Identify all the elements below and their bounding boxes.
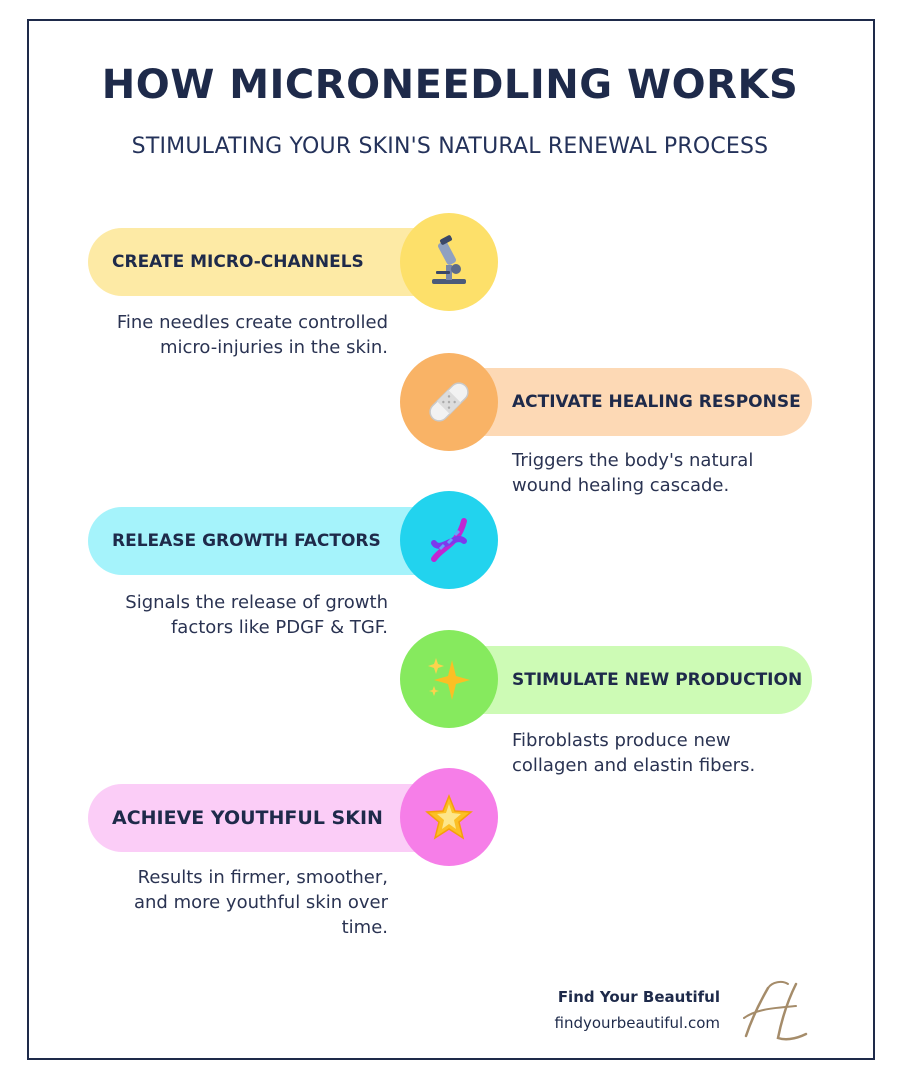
- step-4-pill: STIMULATE NEW PRODUCTION: [452, 646, 812, 714]
- step-5-description: Results in firmer, smoother, and more yo…: [133, 867, 388, 938]
- script-h-logo-icon: [743, 980, 808, 1041]
- step-3-circle: [400, 491, 498, 589]
- step-4-description: Fibroblasts produce new collagen and ela…: [512, 730, 756, 776]
- step-1-circle: [400, 213, 498, 311]
- step-5-pill: ACHIEVE YOUTHFUL SKIN: [88, 784, 448, 852]
- step-3-pill: RELEASE GROWTH FACTORS: [88, 507, 448, 575]
- step-2-circle: [400, 353, 498, 451]
- step-1-pill: CREATE MICRO-CHANNELS: [88, 228, 448, 296]
- brand-name: Find Your Beautiful: [557, 988, 720, 1006]
- step-5-label: ACHIEVE YOUTHFUL SKIN: [112, 807, 383, 829]
- page-subtitle: STIMULATING YOUR SKIN'S NATURAL RENEWAL …: [131, 134, 769, 159]
- glowing-star-icon: [425, 793, 473, 840]
- step-4-label: STIMULATE NEW PRODUCTION: [512, 670, 803, 690]
- step-3-label: RELEASE GROWTH FACTORS: [112, 531, 381, 551]
- step-2-label: ACTIVATE HEALING RESPONSE: [512, 392, 801, 412]
- step-3-description: Signals the release of growth factors li…: [125, 592, 388, 638]
- step-2-pill: ACTIVATE HEALING RESPONSE: [452, 368, 812, 436]
- step-1-description: Fine needles create controlled micro-inj…: [116, 312, 388, 358]
- step-1-label: CREATE MICRO-CHANNELS: [112, 252, 364, 272]
- sparkles-icon: [428, 658, 470, 700]
- step-4-circle: [400, 630, 498, 728]
- brand-url[interactable]: findyourbeautiful.com: [554, 1014, 720, 1032]
- bandage-icon: [429, 382, 469, 422]
- dna-icon: [431, 518, 467, 562]
- microscope-icon: [432, 235, 466, 284]
- step-2-description: Triggers the body's natural wound healin…: [512, 450, 754, 496]
- page-title: HOW MICRONEEDLING WORKS: [101, 62, 799, 108]
- step-5-circle: [400, 768, 498, 866]
